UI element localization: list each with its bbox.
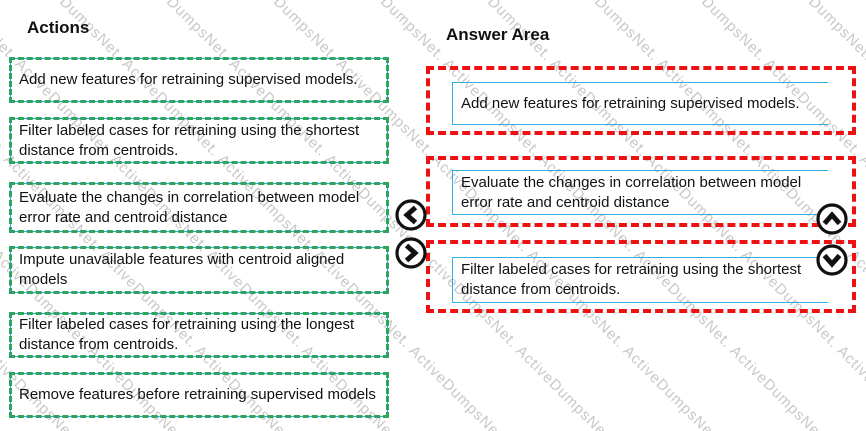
chevron-right-icon: [395, 237, 427, 269]
action-item[interactable]: Remove features before retraining superv…: [9, 372, 389, 418]
action-item-label: Impute unavailable features with centroi…: [19, 251, 345, 288]
action-item-label: Add new features for retraining supervis…: [19, 71, 358, 88]
answer-item[interactable]: Filter labeled cases for retraining usin…: [452, 257, 828, 303]
move-down-button[interactable]: [815, 243, 849, 277]
answer-item-label: Filter labeled cases for retraining usin…: [461, 261, 802, 298]
action-item[interactable]: Impute unavailable features with centroi…: [9, 246, 389, 294]
actions-title: Actions: [27, 18, 90, 37]
action-item-label: Remove features before retraining superv…: [19, 386, 376, 403]
move-up-button[interactable]: [815, 202, 849, 236]
answer-slot[interactable]: Evaluate the changes in correlation betw…: [426, 156, 856, 227]
action-item[interactable]: Evaluate the changes in correlation betw…: [9, 182, 389, 233]
action-item-label: Evaluate the changes in correlation betw…: [19, 188, 360, 226]
chevron-down-icon: [816, 244, 848, 276]
action-item-label: Filter labeled cases for retraining usin…: [19, 316, 355, 353]
move-left-button[interactable]: [394, 198, 428, 232]
action-item[interactable]: Filter labeled cases for retraining usin…: [9, 117, 389, 164]
answer-area-title: Answer Area: [446, 25, 550, 44]
answer-item-label: Evaluate the changes in correlation betw…: [461, 173, 802, 211]
action-item[interactable]: Add new features for retraining supervis…: [9, 57, 389, 103]
action-item-label: Filter labeled cases for retraining usin…: [19, 121, 360, 159]
action-item[interactable]: Filter labeled cases for retraining usin…: [9, 312, 389, 358]
chevron-up-icon: [816, 203, 848, 235]
move-right-button[interactable]: [394, 236, 428, 270]
answer-item[interactable]: Add new features for retraining supervis…: [452, 82, 828, 125]
answer-item[interactable]: Evaluate the changes in correlation betw…: [452, 170, 828, 215]
chevron-left-icon: [395, 199, 427, 231]
answer-slot[interactable]: Filter labeled cases for retraining usin…: [426, 240, 856, 313]
answer-item-label: Add new features for retraining supervis…: [461, 94, 800, 112]
answer-slot[interactable]: Add new features for retraining supervis…: [426, 66, 856, 135]
